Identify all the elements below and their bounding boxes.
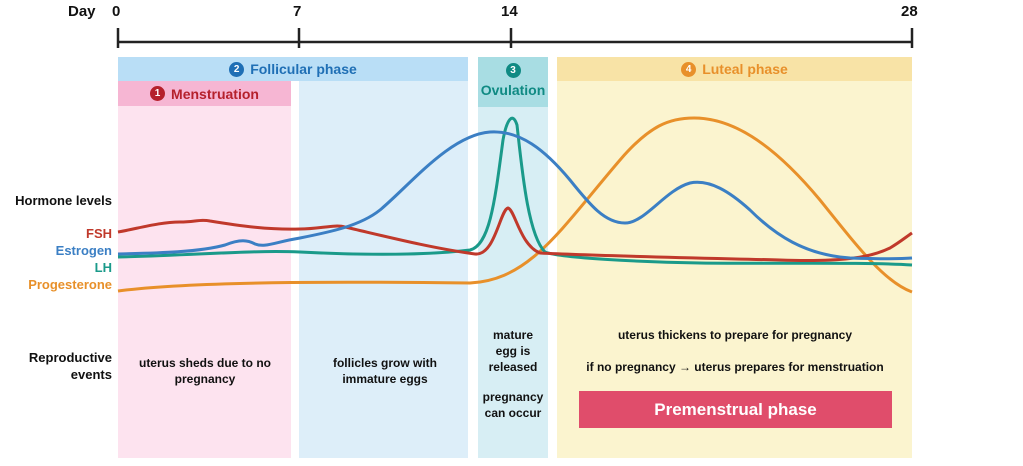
luteal-phase-header: 4 Luteal phase: [557, 57, 912, 81]
luteal-phase-label: Luteal phase: [702, 61, 788, 77]
follicular-event-text: follicles grow with immature eggs: [332, 356, 437, 386]
legend-progesterone: Progesterone: [28, 277, 112, 292]
ovulation-label: Ovulation: [480, 82, 546, 98]
follicular-phase-label: Follicular phase: [250, 61, 357, 77]
luteal-phase-number: 4: [681, 61, 697, 77]
ovulation-header: 3 Ovulation: [478, 57, 548, 107]
day-tick-label-14: 14: [501, 3, 518, 20]
follicular-background: [299, 81, 468, 458]
legend-estrogen: Estrogen: [55, 243, 112, 258]
premenstrual-phase-box: Premenstrual phase: [579, 391, 892, 428]
legend-fsh: FSH: [86, 226, 112, 241]
ovulation-event-text-2: pregnancy can occur: [482, 390, 544, 420]
follicular-phase-number: 2: [229, 61, 245, 77]
hormone-levels-label: Hormone levels: [15, 193, 112, 208]
day-tick-label-0: 0: [112, 3, 121, 20]
reproductive-events-label: Reproductive events: [28, 350, 112, 382]
menstruation-header: 1 Menstruation: [118, 81, 291, 106]
menstruation-background: [118, 81, 291, 458]
ovulation-event-text-1: mature egg is released: [488, 328, 538, 374]
estrogen-curve: [117, 130, 913, 261]
fsh-curve: [117, 206, 913, 262]
menstruation-number: 1: [150, 86, 166, 101]
luteal-event-text-1: uterus thickens to prepare for pregnancy: [617, 328, 853, 342]
lh-curve: [117, 116, 913, 267]
day-axis-label: Day: [68, 3, 96, 20]
follicular-phase-header: 2 Follicular phase: [118, 57, 468, 81]
legend-lh: LH: [94, 260, 112, 275]
premenstrual-phase-label: Premenstrual phase: [654, 399, 817, 419]
progesterone-curve: [117, 116, 913, 294]
menstruation-label: Menstruation: [171, 85, 259, 102]
day-tick-label-7: 7: [293, 3, 302, 20]
day-tick-label-28: 28: [901, 3, 918, 20]
luteal-event-text-2: if no pregnancy → uterus prepares for me…: [586, 360, 884, 374]
ovulation-number: 3: [505, 63, 521, 78]
menstruation-event-text: uterus sheds due to no pregnancy: [138, 356, 271, 386]
